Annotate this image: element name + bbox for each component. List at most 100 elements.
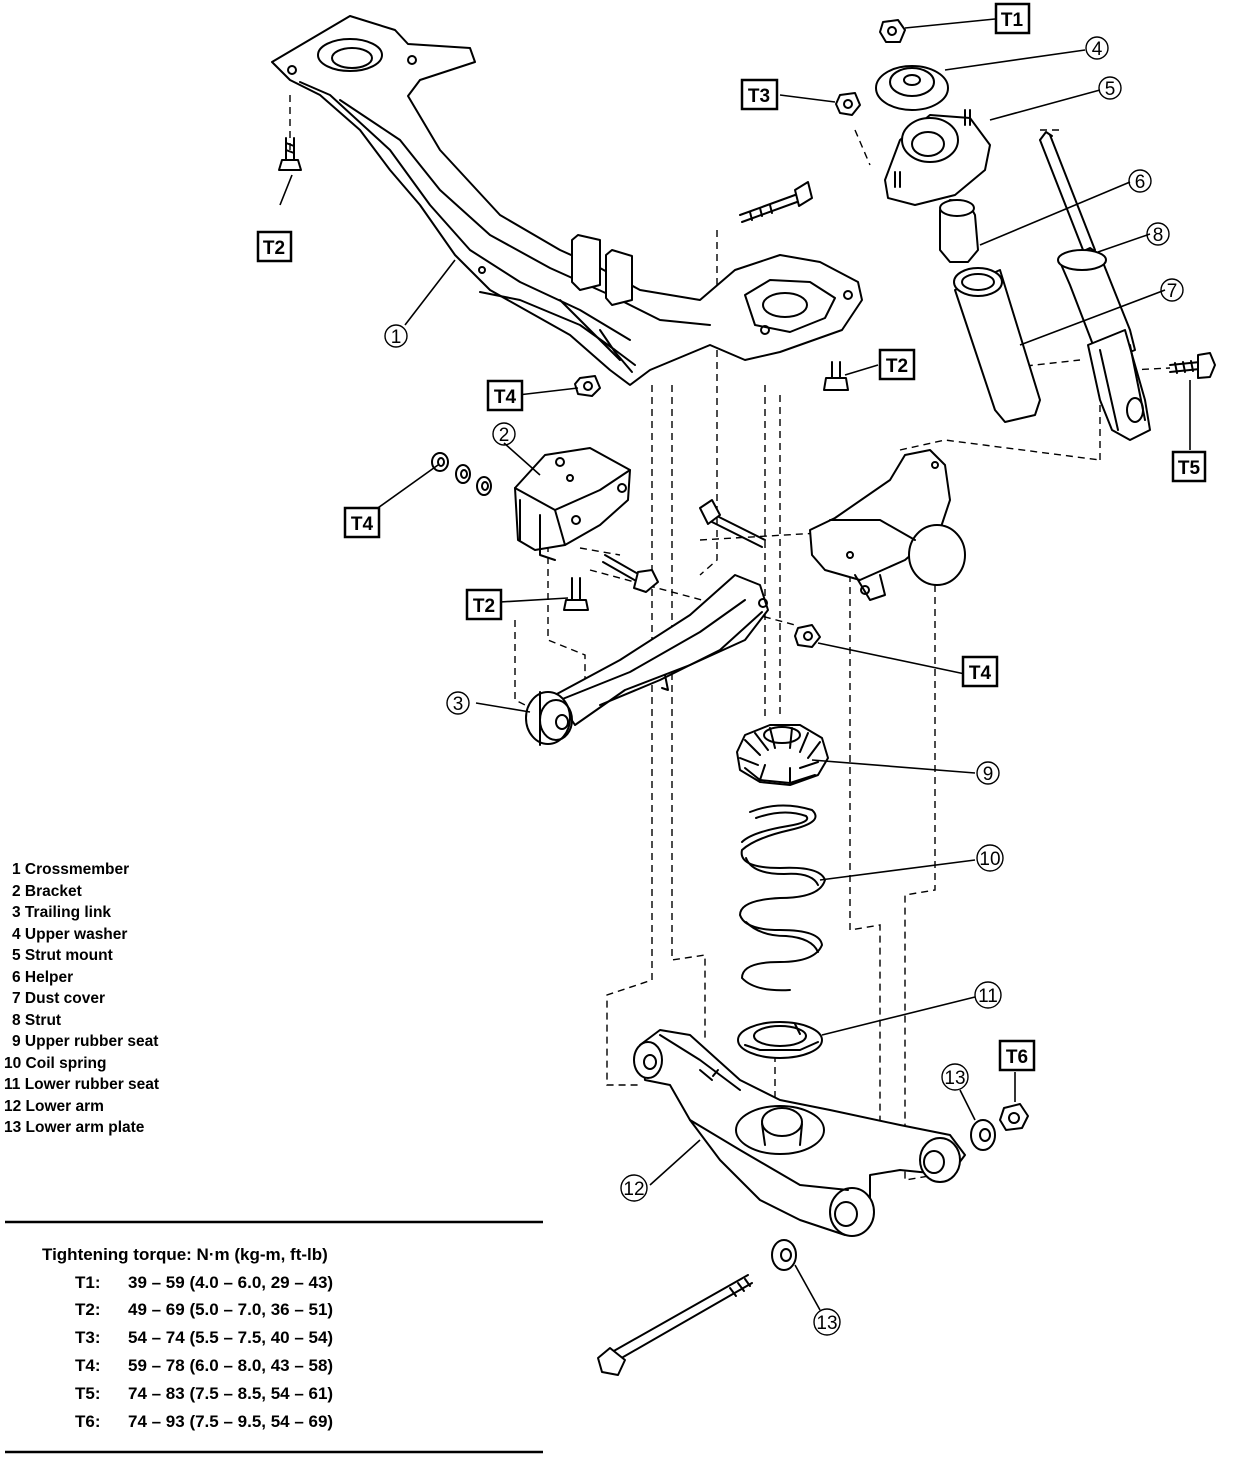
- upper-washer: [875, 65, 949, 111]
- lower-rubber-seat: [737, 1021, 823, 1059]
- lower-arm: [633, 1029, 966, 1237]
- trailing-link: [525, 574, 769, 746]
- trailing-link-bolt: [699, 499, 766, 548]
- svg-text:7: 7: [1167, 281, 1178, 302]
- tag-t2-top-left: T2: [256, 230, 293, 263]
- legend-item: 3 Trailing link: [12, 904, 111, 921]
- callout-2: 2: [492, 422, 516, 446]
- svg-text:11: 11: [978, 986, 998, 1007]
- torque-row-values: 74 – 93 (7.5 – 9.5, 54 – 69): [128, 1412, 333, 1431]
- torque-row-tag: T2:: [75, 1300, 101, 1319]
- legend-item: 2 Bracket: [12, 883, 82, 900]
- callout-10: 10: [976, 844, 1004, 872]
- torque-row-values: 54 – 74 (5.5 – 7.5, 40 – 54): [128, 1328, 333, 1347]
- legend-item: 11 Lower rubber seat: [4, 1076, 159, 1093]
- callout-9: 9: [976, 761, 1000, 785]
- tag-t3: T3: [740, 78, 779, 111]
- svg-text:4: 4: [1092, 39, 1103, 60]
- legend-item: 4 Upper washer: [12, 926, 127, 943]
- callout-1: 1: [384, 324, 408, 348]
- svg-text:T4: T4: [351, 514, 374, 535]
- svg-text:13: 13: [944, 1068, 965, 1089]
- svg-text:13: 13: [816, 1313, 837, 1334]
- parts-legend: 1 Crossmember 2 Bracket 3 Trailing link …: [4, 861, 159, 1136]
- crossmember: [271, 15, 863, 386]
- lower-arm-long-bolt: [597, 1274, 753, 1376]
- crossmember-bolt-t2-left: [278, 137, 302, 171]
- svg-text:12: 12: [623, 1179, 644, 1200]
- nut-t1: [879, 19, 906, 43]
- dust-cover: [953, 267, 1041, 423]
- svg-text:T2: T2: [263, 238, 285, 259]
- torque-row-values: 74 – 83 (7.5 – 8.5, 54 – 61): [128, 1384, 333, 1403]
- svg-text:T4: T4: [969, 663, 992, 684]
- callout-13-lower: 13: [813, 1308, 841, 1336]
- callout-3: 3: [446, 691, 470, 715]
- torque-row-values: 39 – 59 (4.0 – 6.0, 29 – 43): [128, 1273, 333, 1292]
- callout-12: 12: [620, 1174, 648, 1202]
- svg-text:T5: T5: [1178, 458, 1201, 479]
- legend-item: 10 Coil spring: [4, 1055, 107, 1072]
- tag-t4-upper: T4: [486, 379, 524, 412]
- torque-row-values: 49 – 69 (5.0 – 7.0, 36 – 51): [128, 1300, 333, 1319]
- legend-item: 13 Lower arm plate: [4, 1119, 145, 1136]
- svg-text:1: 1: [391, 327, 402, 348]
- callout-6: 6: [1128, 169, 1152, 193]
- tag-t2-bracket: T2: [465, 588, 503, 621]
- svg-text:T3: T3: [748, 86, 770, 107]
- tag-t5: T5: [1171, 450, 1207, 483]
- legend-item: 9 Upper rubber seat: [12, 1033, 158, 1050]
- svg-text:10: 10: [979, 849, 1000, 870]
- callout-11: 11: [974, 981, 1002, 1009]
- svg-text:T2: T2: [473, 596, 495, 617]
- torque-table: Tightening torque: N·m (kg-m, ft-lb) T1:…: [5, 1220, 543, 1454]
- legend-item: 7 Dust cover: [12, 990, 105, 1007]
- svg-text:T1: T1: [1001, 10, 1024, 31]
- tag-t4-left: T4: [343, 506, 381, 539]
- tag-t1: T1: [994, 2, 1031, 35]
- legend-item: 1 Crossmember: [12, 861, 129, 878]
- torque-row-tag: T4:: [75, 1356, 101, 1375]
- callout-7: 7: [1160, 278, 1184, 302]
- tag-t4-right: T4: [961, 655, 999, 688]
- legend-item: 12 Lower arm: [4, 1098, 104, 1115]
- svg-text:T6: T6: [1006, 1047, 1028, 1068]
- torque-row-tag: T1:: [75, 1273, 101, 1292]
- svg-text:T2: T2: [886, 356, 908, 377]
- crossmember-bolt-t2-right: [823, 361, 849, 391]
- lower-arm-plates: [771, 1119, 996, 1271]
- svg-text:5: 5: [1105, 79, 1116, 100]
- bracket-washers: [431, 452, 492, 496]
- tag-t6: T6: [998, 1039, 1036, 1072]
- torque-row-tag: T5:: [75, 1384, 101, 1403]
- legend-item: 5 Strut mount: [12, 947, 113, 964]
- nut-t6: [999, 1103, 1029, 1131]
- nut-t4-upper: [574, 375, 601, 397]
- upper-rubber-seat: [736, 724, 829, 786]
- upper-long-bolt: [739, 181, 813, 223]
- svg-text:8: 8: [1153, 225, 1164, 246]
- torque-heading: Tightening torque: N·m (kg-m, ft-lb): [42, 1245, 328, 1264]
- helper: [939, 199, 979, 263]
- torque-row-values: 59 – 78 (6.0 – 8.0, 43 – 58): [128, 1356, 333, 1375]
- torque-row-tag: T3:: [75, 1328, 101, 1347]
- callout-5: 5: [1098, 76, 1122, 100]
- tag-t2-crossmember-right: T2: [878, 348, 916, 381]
- strut: [1039, 131, 1151, 441]
- svg-text:3: 3: [453, 694, 464, 715]
- callout-13-upper: 13: [941, 1063, 969, 1091]
- bracket: [514, 447, 631, 561]
- callout-8: 8: [1146, 222, 1170, 246]
- svg-text:6: 6: [1135, 172, 1146, 193]
- callout-4: 4: [1085, 36, 1109, 60]
- svg-text:2: 2: [499, 425, 510, 446]
- knuckle-housing: [809, 449, 966, 601]
- coil-spring: [739, 804, 826, 992]
- strut-mount: [884, 109, 991, 206]
- legend-item: 6 Helper: [12, 969, 73, 986]
- leader-lines: [279, 18, 1191, 1311]
- nut-t4-lower: [794, 624, 821, 648]
- strut-bolt-t5: [1169, 352, 1216, 379]
- svg-text:T4: T4: [494, 387, 517, 408]
